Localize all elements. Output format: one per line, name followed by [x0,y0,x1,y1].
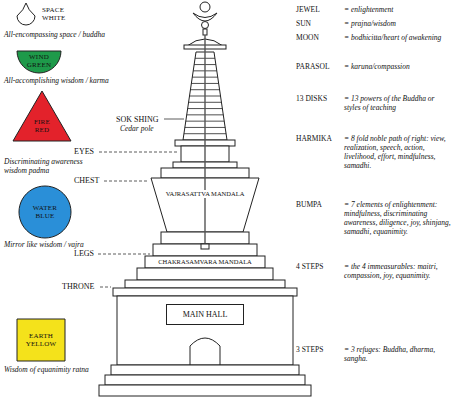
hall-roof [113,288,297,296]
part-name: 4 STEPS [296,262,323,271]
element-shape-outline [17,51,61,73]
base-step [111,365,299,375]
element-name: WIND GREEN [24,53,54,69]
meaning-text: = bodhicitta/heart of awakening [344,33,452,42]
mandala-label: VAJRASATTVA MANDALA [164,190,247,198]
part-name: MOON [296,33,319,42]
wisdom-caption: Wisdom of equanimity ratna [4,366,94,375]
part-name: SUN [296,19,311,28]
base-step [105,375,305,385]
element-name: FIRE RED [30,118,54,134]
sun [202,22,209,29]
part-label: SOK SHING [116,115,158,124]
chest-line [104,181,149,182]
element-shape [14,2,38,28]
base-step [99,385,311,396]
wisdom-caption: All-accomplishing wisdom / karma [4,77,129,86]
step [137,268,273,280]
element-shape [12,90,72,142]
wisdom-caption: All-encompassing space / buddha [4,31,129,40]
door-arch [190,338,220,365]
element-name: SPACE WHITE [42,6,72,22]
element-shape-outline [17,319,65,361]
part-name: JEWEL [296,5,320,14]
part-name: 3 STEPS [296,345,323,354]
jewel [200,2,210,12]
eyes-line [99,152,178,153]
part-name: HARMIKA [296,134,332,143]
mandala-label: CHAKRASAMVARA MANDALA [156,258,254,266]
part-name: BUMPA [296,200,322,209]
throne-line [100,287,111,288]
wisdom-caption: Discriminating awareness wisdom padma [4,158,100,175]
element-name: WATER BLUE [29,204,61,220]
meaning-text: = 13 powers of the Buddha or styles of t… [344,94,452,112]
element-symbol: WIND GREENAll-accomplishing wisdom / kar… [16,50,62,74]
part-name: 13 DISKS [296,94,327,103]
box-label: MAIN HALL [183,310,228,319]
element-shape-outline [13,91,71,141]
leader-line [164,119,184,120]
meaning-text: = enlightenment [344,5,452,14]
element-symbol: WATER BLUEMirror like wisdom / vajra [18,185,72,239]
meaning-text: = 3 refuges: Buddha, dharma, sangha. [344,345,452,363]
element-symbol: SPACE WHITEAll-encompassing space / budd… [14,2,38,28]
step [145,256,265,268]
body-label: LEGS [74,249,94,258]
body-label: THRONE [62,282,94,291]
meaning-text: = prajna/wisdom [344,19,452,28]
part-note: Cedar pole [120,124,154,133]
wisdom-caption: Mirror like wisdom / vajra [4,241,104,250]
meaning-text: = 8 fold noble path of right: view, real… [344,134,452,170]
meaning-text: = 7 elements of enlightenment: mindfulne… [344,200,452,236]
meaning-text: = the 4 immeasurables: maitri, compassio… [344,262,452,280]
pole-base [201,244,209,249]
element-shape-outline [19,186,71,238]
element-shape-outline [17,3,35,25]
moon [193,13,217,21]
step [153,244,257,256]
element-name: EARTH YELLOW [23,332,59,348]
element-symbol: FIRE REDDiscriminating awareness wisdom … [12,90,72,142]
hall-roof [125,280,285,288]
body-label: CHEST [74,176,99,185]
legs-line [98,254,150,255]
parasol-stem [203,29,207,35]
meaning-text: = karuna/compassion [344,62,452,71]
main-hall-body [117,296,293,365]
element-symbol: EARTH YELLOWWisdom of equanimity ratna [16,318,66,362]
main-hall-box: MAIN HALL [166,304,245,325]
part-name: PARASOL [296,62,330,71]
body-label: EYES [74,147,94,156]
sok-shing-pole [204,35,205,246]
